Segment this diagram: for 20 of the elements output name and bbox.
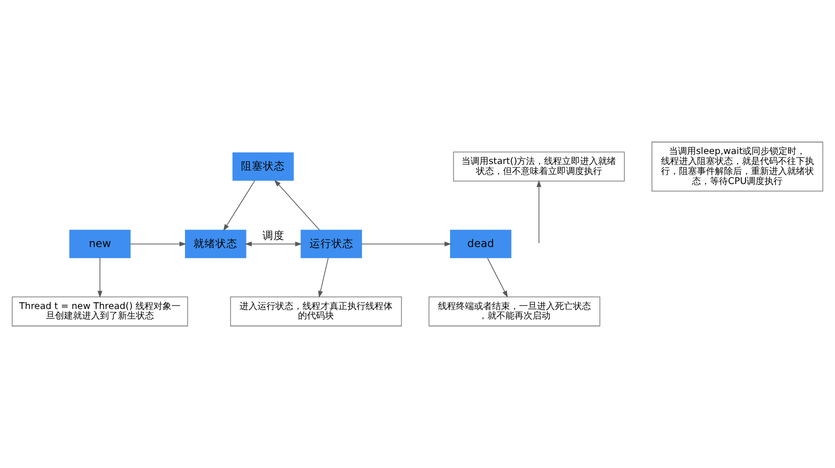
node-box: new <box>69 230 131 258</box>
arrow <box>244 242 302 246</box>
node-box: 当调用sleep,wait或同步锁定时，线程进入阻塞状态，就是代码不往下执行，阻塞事件解除后，重新进入就绪状态，等待CPU调度执行 <box>652 142 824 192</box>
arrow <box>536 180 542 244</box>
arrow <box>130 242 186 246</box>
node-box: 阻塞状态 <box>232 152 294 181</box>
node-box: 运行状态 <box>300 230 362 258</box>
arrow <box>361 242 452 246</box>
arrow <box>98 258 102 298</box>
arrow <box>318 258 329 298</box>
edge-label: 调度 <box>262 228 284 242</box>
node-box: 就绪状态 <box>184 230 246 258</box>
arrow <box>223 180 256 232</box>
node-box: 当调用start()方法，线程立即进入就绪状态，但不意味着立即调度执行 <box>453 152 625 182</box>
node-box: Thread t = new Thread() 线程对象一旦创建就进入到了新生状态 <box>12 296 188 326</box>
node-box: 线程终端或者结束，一旦进入死亡状态，就不能再次启动 <box>428 296 600 326</box>
node-box: dead <box>450 230 512 258</box>
arrow <box>274 180 320 231</box>
node-box: 进入运行状态，线程才真正执行线程体的代码块 <box>230 296 402 326</box>
arrow <box>487 258 508 298</box>
